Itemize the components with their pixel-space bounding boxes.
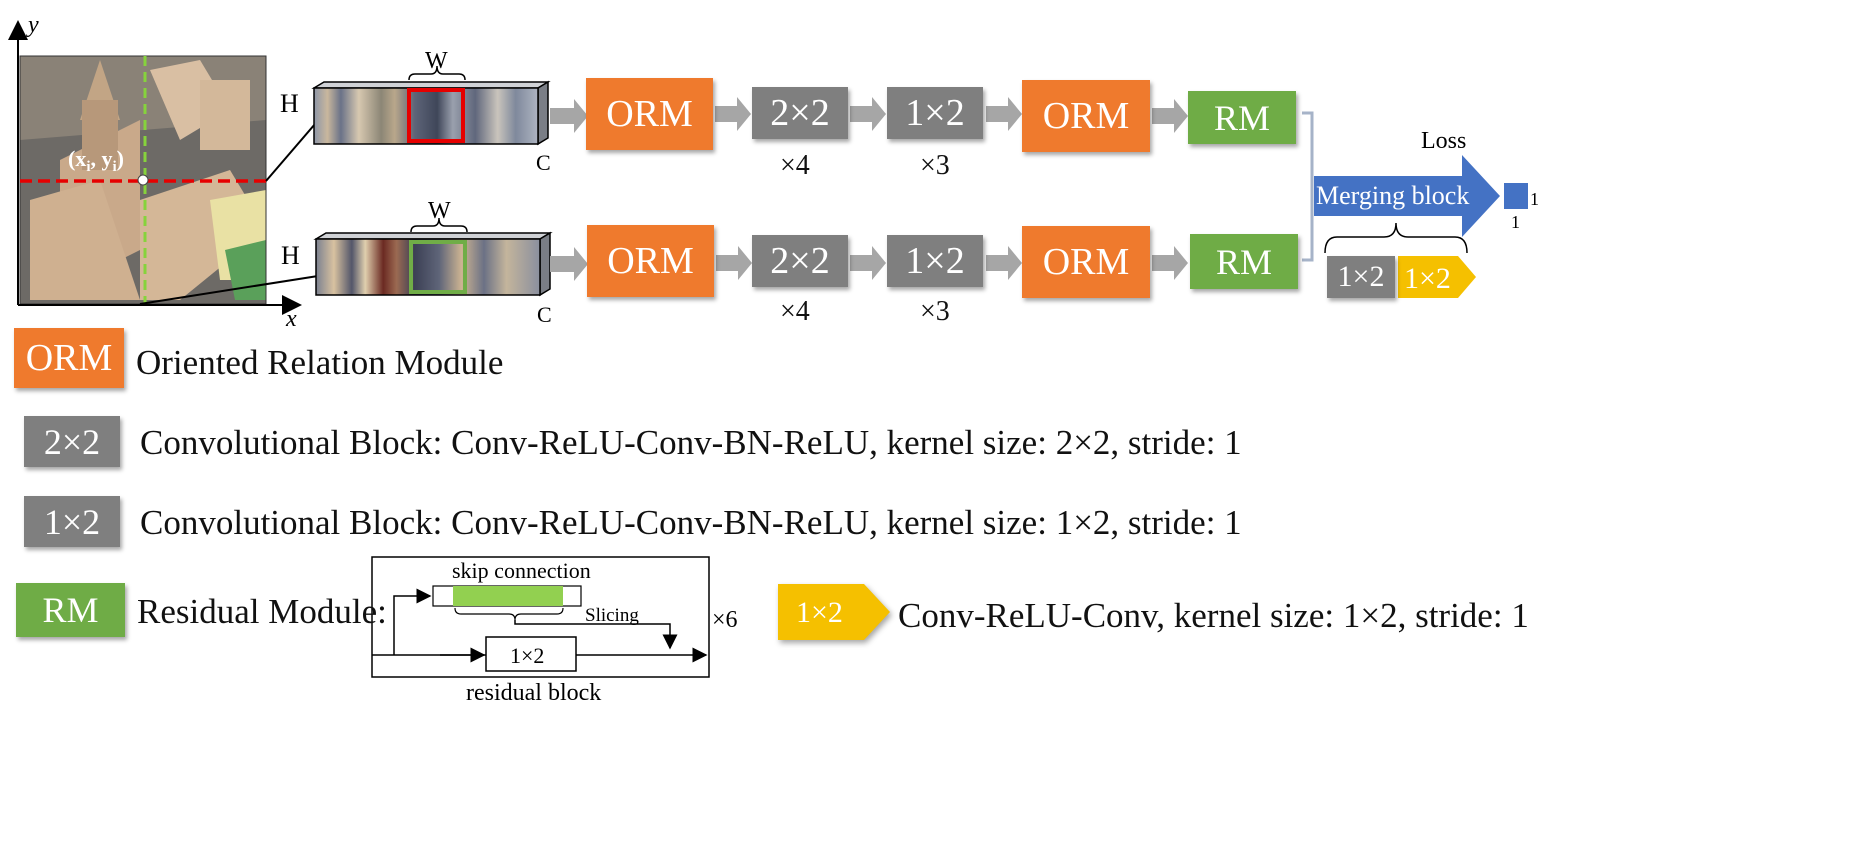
point-coordinate-label: (xi, yi) <box>68 146 124 175</box>
bottom-conv-1x2-repeat: ×3 <box>920 296 950 327</box>
slicing-label: Slicing <box>585 605 639 626</box>
top-strip-h-label: H <box>280 89 299 118</box>
top-strip-w-label: W <box>425 48 448 74</box>
top-connector <box>265 123 316 182</box>
top-strip-c-label: C <box>536 150 551 175</box>
image-axes <box>7 20 302 315</box>
legend-conv-1x2-text: Convolutional Block: Conv-ReLU-Conv-BN-R… <box>140 503 1242 542</box>
legend-rm-text: Residual Module: <box>137 592 387 631</box>
legend-orm-box: ORM <box>14 328 124 388</box>
bottom-conv-2x2: 2×2 <box>752 235 848 287</box>
bottom-strip-w-label: W <box>428 198 451 224</box>
legend-conv-1x2-box: 1×2 <box>24 496 120 547</box>
top-orm-2: ORM <box>1022 80 1150 152</box>
bottom-feature-strip <box>313 217 553 297</box>
merge-conv-1x2: 1×2 <box>1327 256 1395 298</box>
merge-yellow-label: 1×2 <box>1404 262 1451 295</box>
bottom-conv-2x2-repeat: ×4 <box>780 296 810 327</box>
bottom-conv-1x2: 1×2 <box>887 235 983 287</box>
loss-label: Loss <box>1421 128 1466 154</box>
legend-orm-text: Oriented Relation Module <box>136 343 504 382</box>
bottom-orm-2: ORM <box>1022 226 1150 298</box>
legend-yellow-label: 1×2 <box>796 596 843 629</box>
bottom-connector <box>139 275 319 305</box>
legend-yellow-text: Conv-ReLU-Conv, kernel size: 1×2, stride… <box>898 596 1529 635</box>
legend-conv-2x2-text: Convolutional Block: Conv-ReLU-Conv-BN-R… <box>140 423 1242 462</box>
top-conv-2x2: 2×2 <box>752 87 848 139</box>
legend-conv-2x2-box: 2×2 <box>24 416 120 467</box>
bottom-strip-c-label: C <box>537 302 552 327</box>
residual-repeat-label: ×6 <box>712 607 738 633</box>
output-height-label: 1 <box>1511 212 1520 232</box>
output-square <box>1504 183 1528 209</box>
rm-join-bracket <box>1302 111 1314 262</box>
point-marker <box>137 174 149 186</box>
x-axis-label: x <box>285 306 297 332</box>
output-width-label: 1 <box>1530 189 1539 209</box>
bottom-orm-1: ORM <box>587 225 714 297</box>
top-feature-strip <box>311 65 551 146</box>
merge-yellow-block <box>1398 256 1476 298</box>
skip-connection-label: skip connection <box>452 558 591 583</box>
residual-caption: residual block <box>466 680 601 706</box>
merging-block-label: Merging block <box>1316 181 1469 210</box>
legend-rm-box: RM <box>16 583 125 637</box>
top-conv-1x2-repeat: ×3 <box>920 150 950 181</box>
top-conv-2x2-repeat: ×4 <box>780 150 810 181</box>
top-orm-1: ORM <box>586 78 713 150</box>
merging-block-brace <box>1324 222 1468 254</box>
residual-conv-label: 1×2 <box>510 643 544 668</box>
bottom-rm: RM <box>1190 234 1298 289</box>
bottom-flow-arrows <box>550 246 1188 281</box>
bottom-strip-h-label: H <box>281 241 300 270</box>
y-axis-label: y <box>26 12 39 38</box>
merging-block-arrow <box>1314 155 1500 237</box>
legend-yellow-block <box>778 584 890 640</box>
top-rm: RM <box>1188 91 1296 144</box>
residual-block-inset <box>371 556 710 678</box>
top-flow-arrows <box>550 97 1188 133</box>
top-conv-1x2: 1×2 <box>887 87 983 139</box>
